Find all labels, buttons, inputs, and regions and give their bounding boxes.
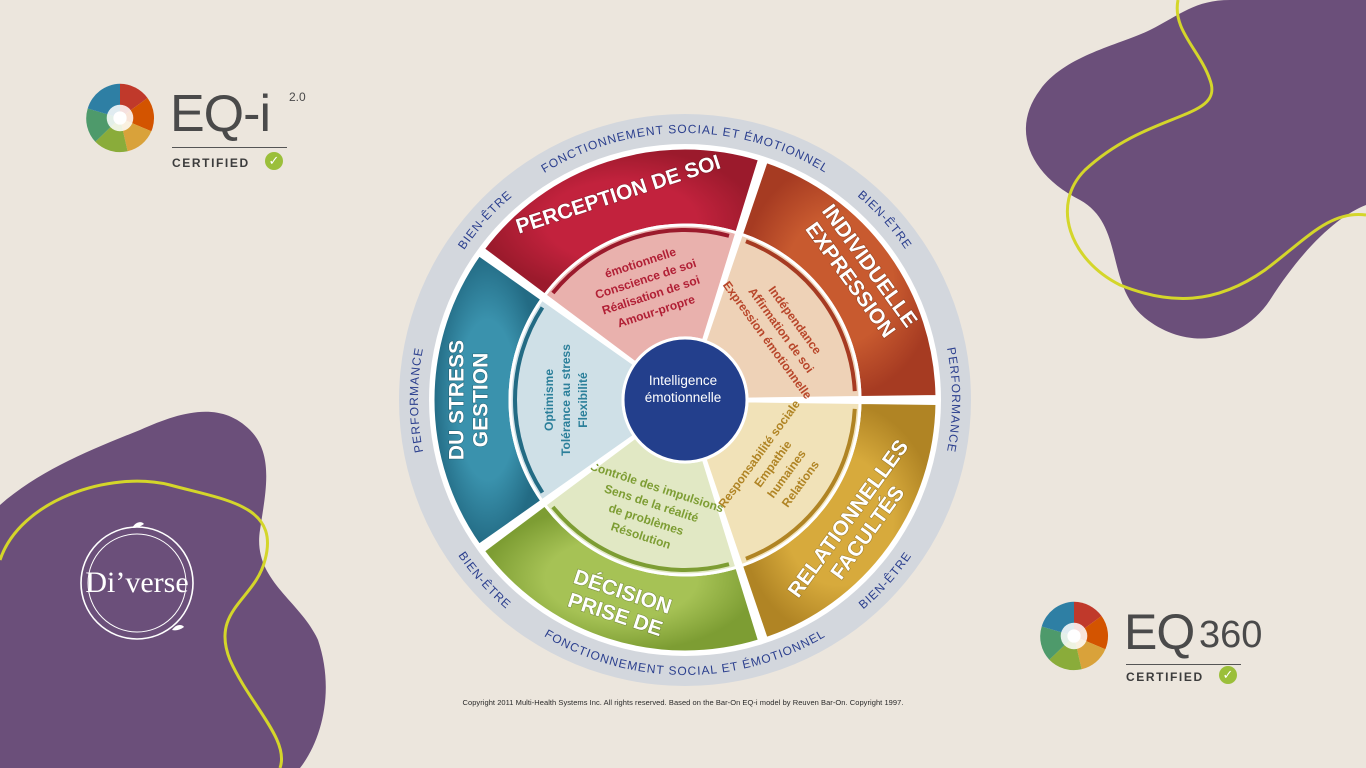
segment-decision-accent <box>551 505 730 572</box>
ring-label-left: PERFORMANCE <box>407 346 426 454</box>
accent-line-top-right <box>1066 0 1366 300</box>
segment-relations-accent <box>745 408 857 561</box>
purple-blob-top-right <box>1025 0 1366 339</box>
diverse-wordmark: Di’verse <box>85 566 189 599</box>
subscale-stress-2: Optimisme <box>542 369 556 431</box>
subscale-stress-0: Flexibilité <box>576 372 590 428</box>
copyright-text: Copyright 2011 Multi-Health Systems Inc.… <box>462 698 904 707</box>
eq360-rule <box>1126 664 1241 665</box>
purple-blob-bottom-left <box>0 411 326 768</box>
eq360-check-icon: ✓ <box>1219 666 1237 684</box>
eqi-rule <box>172 147 287 148</box>
eqi-wordmark: EQ-i <box>170 85 271 143</box>
center-label-line2: émotionnelle <box>644 390 722 405</box>
eqi-check-icon: ✓ <box>265 152 283 170</box>
center-label: Intelligence émotionnelle <box>620 372 746 406</box>
eq360-wordmark: EQ <box>1124 604 1195 660</box>
diverse-logo: Di’verse <box>62 518 212 648</box>
eq360-certified-logo: EQ 360 CERTIFIED ✓ <box>1036 596 1296 696</box>
diverse-circle-icon <box>80 522 194 640</box>
segment-stress-accent <box>513 306 545 494</box>
eq-wheel-diagram: PERCEPTION DE SOIAmour-propreRéalisation… <box>399 114 971 686</box>
eqi-flower-icon <box>86 83 155 153</box>
eq360-number: 360 <box>1199 614 1263 656</box>
accent-line-bottom-left <box>0 479 283 768</box>
composite-title-stress-0: GESTION <box>470 353 493 448</box>
eqi-certified-label: CERTIFIED <box>172 156 250 170</box>
segment-perception-accent <box>551 228 730 295</box>
center-circle <box>621 336 749 464</box>
eq360-flower-icon <box>1040 601 1109 671</box>
eqi-certified-logo: EQ-i 2.0 CERTIFIED ✓ <box>82 78 322 178</box>
eq360-certified-label: CERTIFIED <box>1126 670 1204 684</box>
composite-title-stress-1: DU STRESS <box>446 340 469 460</box>
ring-label-right: PERFORMANCE <box>944 346 963 454</box>
eqi-version: 2.0 <box>289 90 306 104</box>
center-label-line1: Intelligence <box>648 373 718 388</box>
segment-expression-accent <box>745 239 857 392</box>
subscale-stress-1: Tolérance au stress <box>559 344 573 456</box>
